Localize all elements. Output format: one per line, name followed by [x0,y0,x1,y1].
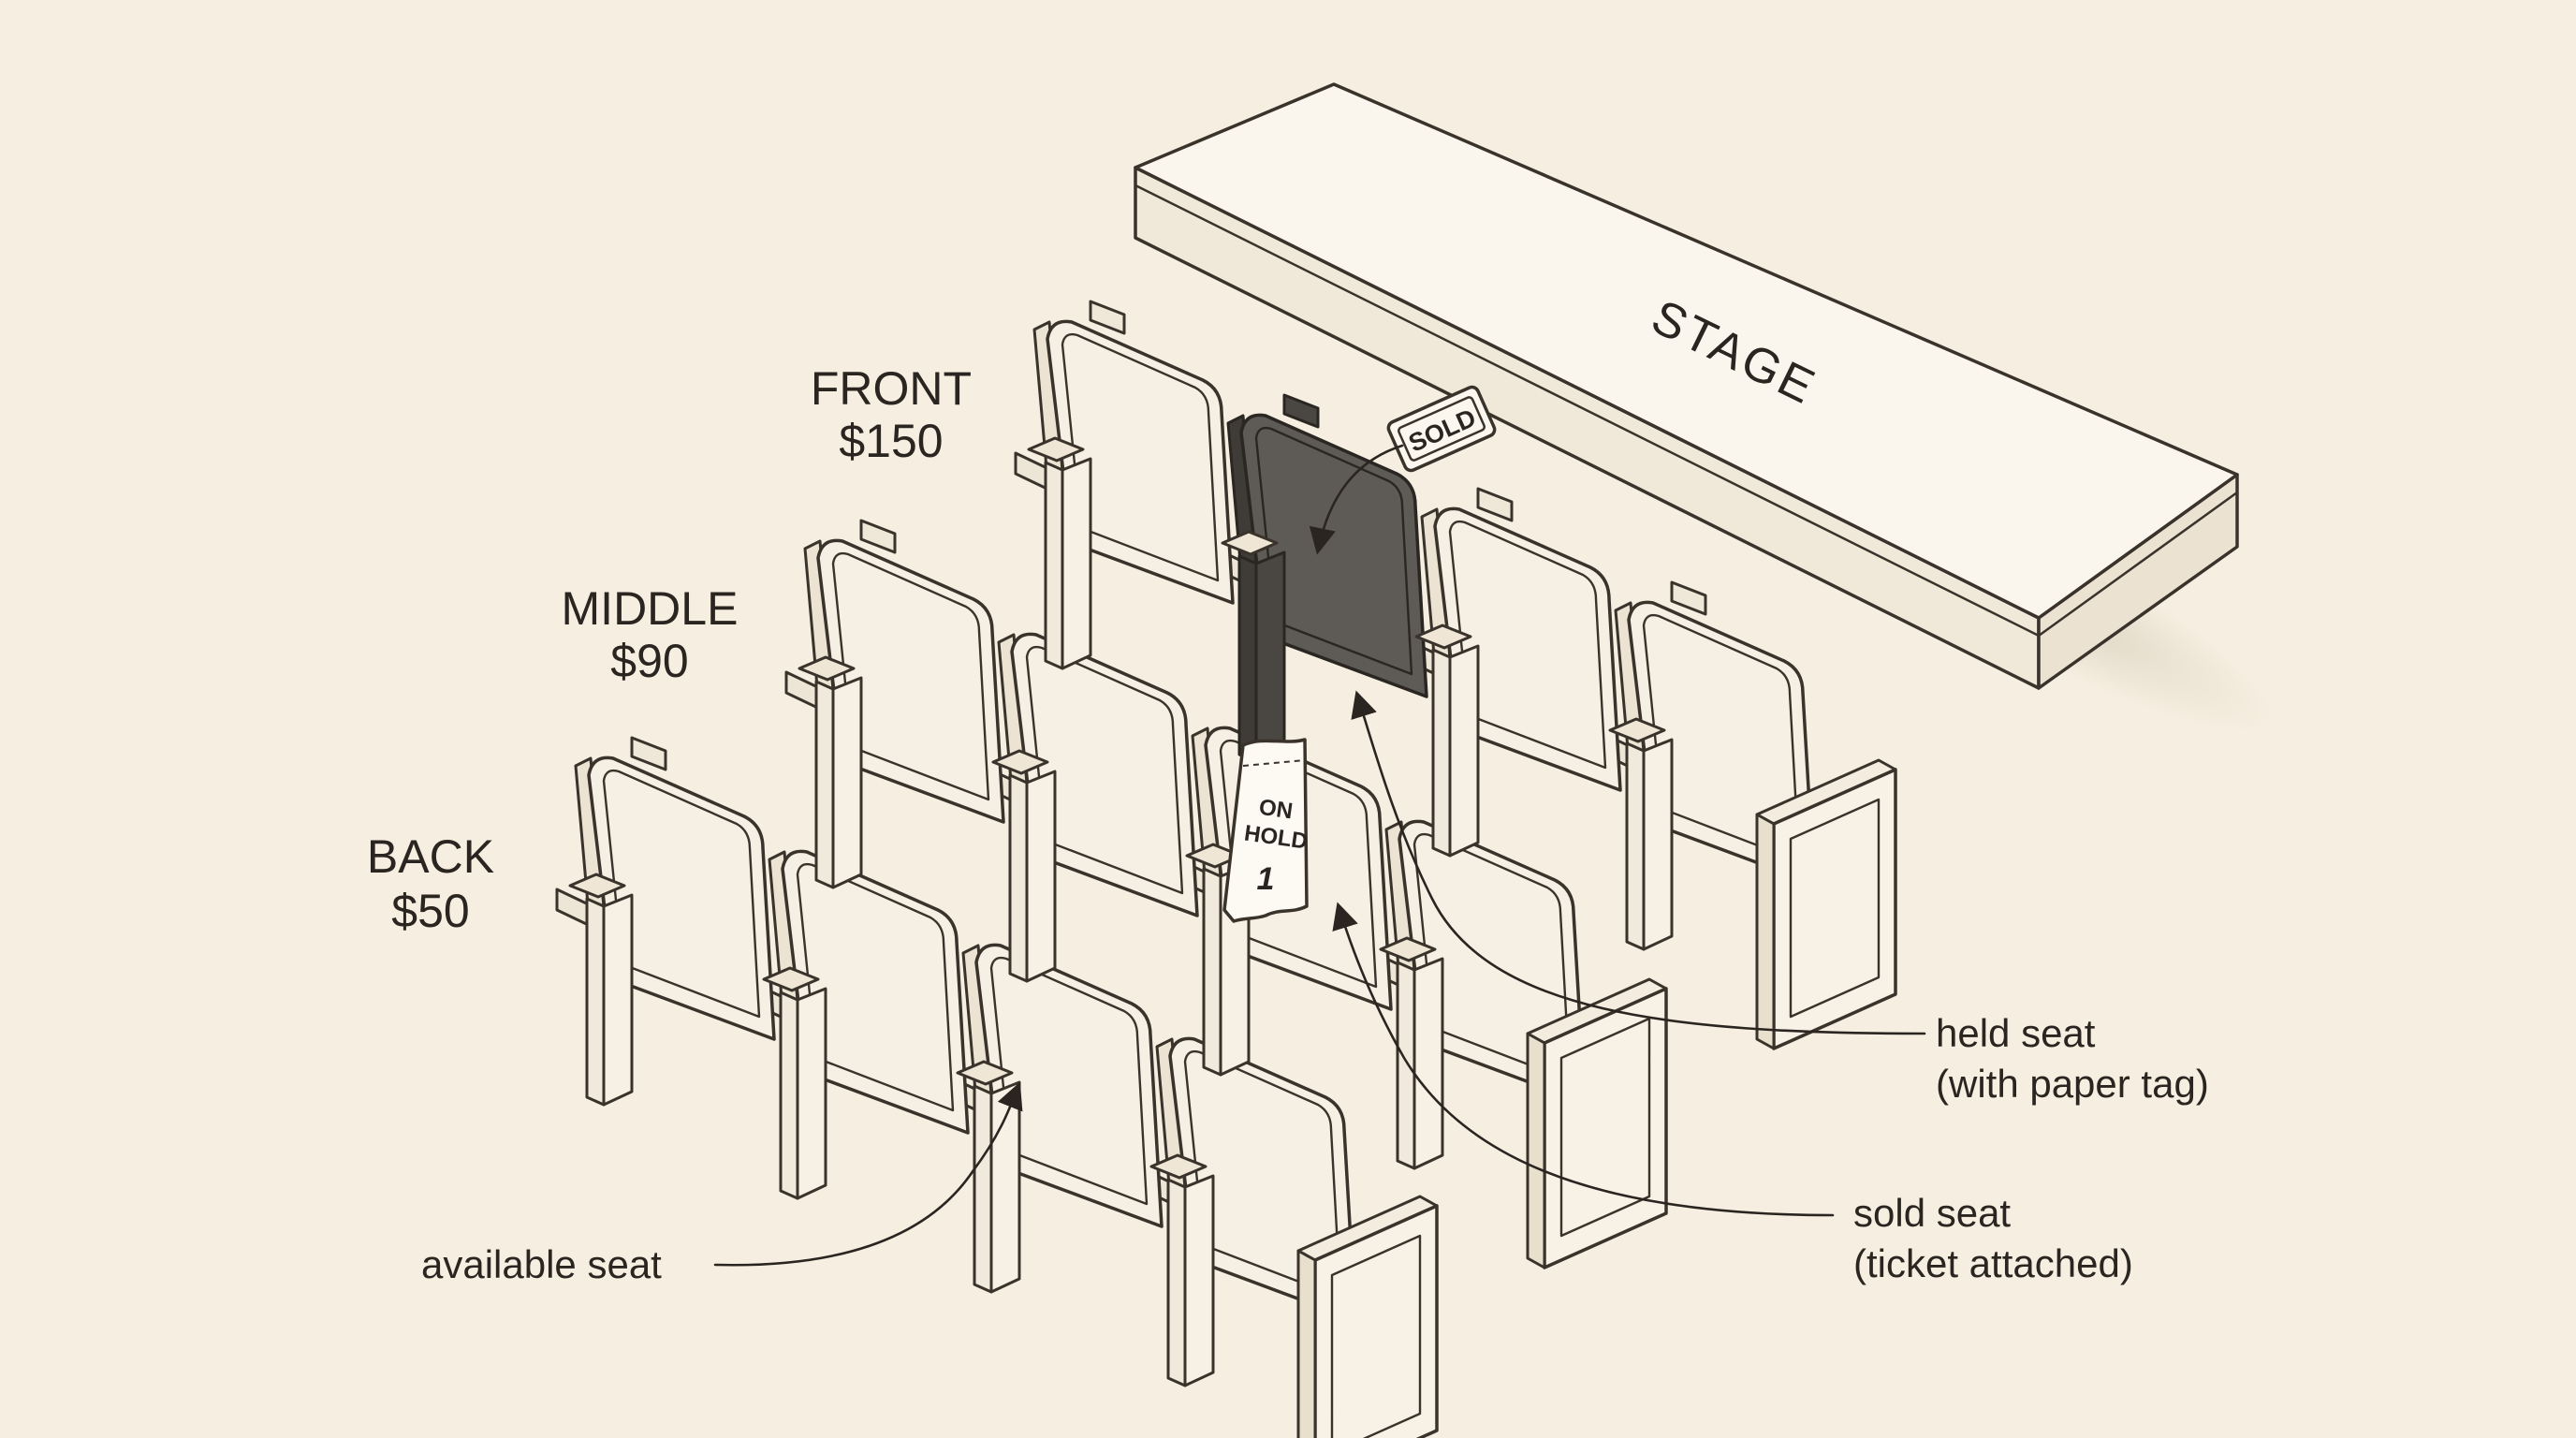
seat-leg-side [1414,959,1442,1168]
hold-tag-line1: ON [1257,795,1294,825]
seat-knob [1284,395,1318,427]
row-name-middle: MIDDLE [562,582,739,635]
seat-available[interactable] [799,521,1003,888]
seat-leg [1010,775,1027,981]
seat-knob [1090,301,1124,333]
row-label-back: BACK $50 [367,830,494,937]
seat-leg [1046,462,1062,668]
seat-available[interactable] [958,925,1162,1292]
end-panel-edge [1528,1034,1544,1268]
seat-leg-side [1027,771,1055,981]
seat-knob [1672,582,1705,614]
seat-knob [632,738,666,770]
seat-leg-side [1450,646,1478,856]
sold-seat-label-line2: (ticket attached) [1853,1241,2133,1285]
row-price-middle: $90 [610,635,688,687]
seat-sold[interactable] [1222,395,1427,762]
sold-seat-label-line1: sold seat [1853,1191,2011,1235]
seat-leg-side [1644,740,1672,949]
seat-leg-side [1256,552,1284,762]
seat-leg [1239,556,1256,762]
sold-ticket: SOLD [1386,385,1497,472]
seat-leg [1168,1180,1185,1386]
seat-leg [587,899,604,1105]
end-panel-edge [1757,814,1774,1049]
row-name-front: FRONT [811,362,972,415]
callout-available-seat-line [715,1086,1018,1265]
seat-leg [974,1086,991,1292]
seat-leg [1398,962,1414,1168]
seat-available[interactable] [764,831,968,1198]
seat-leg-side [991,1082,1019,1292]
seat-leg [1627,743,1644,949]
available-seat-label: available seat [421,1242,662,1286]
end-panel-edge [1298,1251,1315,1438]
seat-leg [1433,650,1450,856]
seat-leg [816,682,833,888]
seat-leg-side [604,895,632,1105]
seat-available[interactable] [1029,301,1233,668]
row-price-front: $150 [839,415,943,467]
seat-knob [1478,489,1512,521]
seat-leg-side [1185,1176,1213,1386]
seat-available[interactable] [993,614,1197,981]
seat-leg-side [798,989,826,1198]
seat-available[interactable] [1416,489,1620,856]
row-label-middle: MIDDLE $90 [562,582,739,687]
seat-leg-side [1062,459,1090,668]
seat-leg-side [833,678,861,888]
seat-leg [781,992,798,1198]
row-name-back: BACK [367,830,494,883]
held-seat-label-line2: (with paper tag) [1936,1062,2209,1106]
hold-tag-number: 1 [1257,861,1275,897]
seat-leg [1204,869,1221,1075]
seat-knob [861,521,895,552]
row-label-front: FRONT $150 [811,362,972,467]
row-price-back: $50 [391,885,469,937]
seat-available[interactable] [570,738,774,1105]
held-seat-label-line1: held seat [1936,1011,2096,1055]
